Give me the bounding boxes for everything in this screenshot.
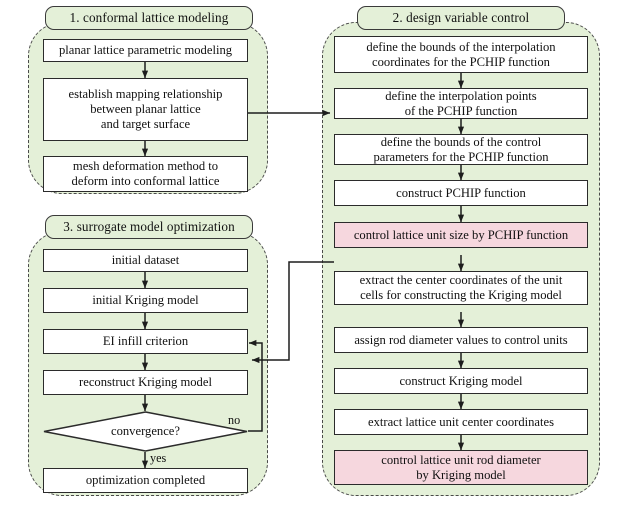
node-label: extract the center coordinates of the un… (359, 273, 563, 302)
node-construct-kriging-model[interactable]: construct Kriging model (334, 368, 588, 394)
panel-title-2-label: 2. design variable control (392, 10, 530, 26)
node-label: initial Kriging model (92, 293, 199, 308)
node-label: planar lattice parametric modeling (58, 43, 233, 58)
diamond-shape (43, 411, 248, 452)
node-label: EI infill criterion (102, 334, 189, 349)
node-construct-pchip-function[interactable]: construct PCHIP function (334, 180, 588, 206)
node-label: construct PCHIP function (396, 185, 526, 200)
node-control-lattice-unit-size-pchip[interactable]: control lattice unit size by PCHIP funct… (334, 222, 588, 248)
panel-title-1-label: 1. conformal lattice modeling (69, 10, 229, 26)
node-label: extract lattice unit center coordinates (367, 414, 555, 429)
node-planar-lattice-parametric-modeling[interactable]: planar lattice parametric modeling (43, 39, 248, 62)
node-initial-kriging-model[interactable]: initial Kriging model (43, 288, 248, 313)
decision-label: convergence? (111, 423, 180, 438)
node-extract-lattice-unit-center-coordinates[interactable]: extract lattice unit center coordinates (334, 409, 588, 435)
node-initial-dataset[interactable]: initial dataset (43, 249, 248, 272)
node-assign-rod-diameter-values[interactable]: assign rod diameter values to control un… (334, 327, 588, 353)
panel-title-1: 1. conformal lattice modeling (45, 6, 253, 30)
node-label: construct Kriging model (399, 373, 523, 388)
edge-label-yes: yes (150, 451, 167, 465)
node-reconstruct-kriging-model[interactable]: reconstruct Kriging model (43, 370, 248, 395)
node-extract-center-coordinates-unit-cells[interactable]: extract the center coordinates of the un… (334, 271, 588, 305)
node-label: assign rod diameter values to control un… (354, 332, 568, 347)
decision-convergence[interactable]: convergence? (43, 411, 248, 452)
panel-title-3-label: 3. surrogate model optimization (63, 219, 235, 235)
node-label: optimization completed (85, 473, 206, 488)
node-optimization-completed[interactable]: optimization completed (43, 468, 248, 493)
panel-title-3: 3. surrogate model optimization (45, 215, 253, 239)
node-label: initial dataset (111, 253, 180, 268)
panel-title-2: 2. design variable control (357, 6, 565, 30)
node-label: reconstruct Kriging model (79, 375, 212, 390)
edge-label-no: no (228, 413, 241, 427)
node-label: control lattice unit size by PCHIP funct… (353, 227, 569, 242)
node-ei-infill-criterion[interactable]: EI infill criterion (43, 329, 248, 354)
